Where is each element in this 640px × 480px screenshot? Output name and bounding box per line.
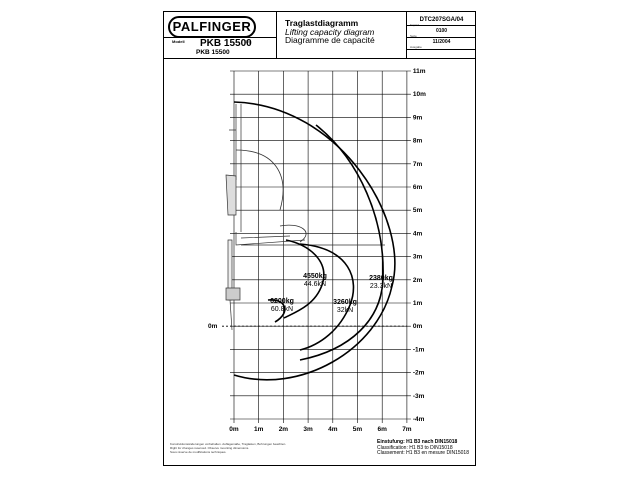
header-divider [164, 58, 475, 59]
header-divider-v1 [276, 12, 277, 58]
y-tick-label: 3m [413, 254, 423, 261]
y-tick-label: 9m [413, 114, 423, 121]
title-de: Traglastdiagramm [285, 18, 359, 28]
load-label-60.8kN: 60.8kN [271, 306, 293, 313]
footer-note-1: Konstruktionsänderungen vorbehalten. Auf… [170, 442, 287, 446]
type-label: Typ [245, 40, 251, 44]
crane-silhouette [225, 104, 385, 331]
curve-2380kg [299, 124, 384, 361]
header-rule-model [164, 37, 276, 38]
footer-notes: Konstruktionsänderungen vorbehalten. Auf… [170, 442, 320, 454]
page-number: 0100 [435, 28, 448, 34]
doc-number: DTC207SGA/04 [419, 17, 464, 23]
y-tick-label: -1m [413, 346, 425, 353]
load-label-6200kg: 6200kg [270, 298, 294, 305]
classification-fr: Classement: H1 B3 en mesure DIN15018 [377, 450, 469, 456]
y-tick-label: 1m [413, 300, 423, 307]
load-label-2380kg: 2380kg [369, 275, 393, 282]
title-fr: Diagramme de capacité [285, 35, 375, 45]
classification-block: Einstufung: H1 B3 nach DIN15018 Classifi… [377, 439, 469, 457]
model-label: Modell [172, 39, 185, 44]
curve-3260kg [299, 243, 355, 351]
classification-en: Classification: H1 B3 to DIN15018 [377, 444, 453, 451]
zero-level-label: 0m [208, 323, 218, 330]
load-labels: 6200kg 60.8kN 4550kg 44.6kN 3260kg 32kN … [270, 273, 393, 314]
x-tick-label: 6m [377, 426, 387, 433]
capacity-curves [233, 101, 396, 381]
model-name-sub: PKB 15500 [196, 49, 230, 56]
load-label-3260kg: 3260kg [333, 299, 357, 306]
y-tick-label: 4m [413, 230, 423, 237]
curve-4550kg [283, 239, 325, 319]
x-tick-label: 2m [279, 426, 289, 433]
footer-note-2: Right for changes reserved. Observe moun… [170, 446, 250, 450]
diagram-sheet [163, 11, 476, 466]
edition-date: 11/2004 [432, 39, 451, 45]
x-tick-label: 1m [254, 426, 264, 433]
outer-envelope-curve [233, 101, 396, 381]
y-tick-label: 5m [413, 207, 423, 214]
x-tick-label: 4m [328, 426, 338, 433]
y-tick-label: 6m [413, 184, 423, 191]
x-axis-labels: 0m 1m 2m 3m 4m 5m 6m 7m [229, 426, 412, 433]
y-tick-label: 7m [413, 161, 423, 168]
load-label-32kN: 32kN [337, 307, 353, 314]
header-rule-2 [406, 37, 475, 38]
y-axis-labels: 11m 10m 9m 8m 7m 6m 5m 4m 3m 2m 1m 0m -1m -2m -3m -4m [413, 68, 426, 423]
title-block: Traglastdiagramm Lifting capacity diagra… [285, 19, 375, 45]
y-tick-label: -3m [413, 393, 425, 400]
header-divider-v2 [406, 12, 407, 58]
y-tick-label: 11m [413, 68, 426, 75]
y-tick-label: 2m [413, 277, 423, 284]
y-tick-label: 10m [413, 91, 426, 98]
footer-note-3: Sous réserve de modifications techniques… [170, 450, 227, 454]
y-tick-label: -4m [413, 416, 425, 423]
y-tick-label: 0m [413, 323, 423, 330]
load-label-4550kg: 4550kg [303, 273, 327, 280]
edition-label: Ausgabe [410, 45, 422, 49]
title-en: Lifting capacity diagram [285, 26, 375, 37]
header-rule-1 [406, 25, 475, 26]
x-tick-label: 7m [402, 426, 412, 433]
grid [222, 70, 411, 423]
page-label: Seite [410, 34, 417, 38]
load-label-23.3kN: 23.3kN [370, 283, 392, 290]
x-tick-label: 0m [229, 426, 239, 433]
load-label-44.6kN: 44.6kN [304, 281, 326, 288]
classification-de: Einstufung: H1 B3 nach DIN15018 [377, 439, 458, 445]
y-tick-label: 8m [413, 138, 423, 145]
curve-6200kg [267, 299, 286, 323]
x-tick-label: 3m [303, 426, 313, 433]
model-name: PKB 15500 [200, 38, 252, 49]
x-tick-label: 5m [353, 426, 363, 433]
y-tick-label: -2m [413, 370, 425, 377]
header-rule-3 [406, 49, 475, 50]
